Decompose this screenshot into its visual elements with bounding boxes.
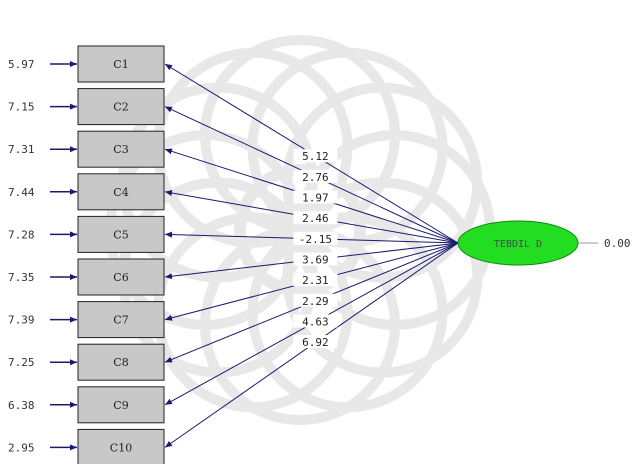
error-variance: 5.97 [8, 58, 35, 71]
indicator-label: C3 [113, 143, 128, 156]
indicator-box[interactable] [77, 173, 165, 211]
error-variance: 7.25 [8, 356, 35, 369]
indicator-label: C10 [110, 441, 132, 454]
coefficient-bg [293, 169, 338, 183]
loading-coefficients: 5.12 2.76 1.97 2.46 -2.15 3.69 2.31 2.29 4.63 6.9… [293, 149, 338, 349]
indicator-label: C7 [113, 314, 128, 327]
indicator-label: C8 [113, 356, 128, 369]
coefficient-bg [293, 252, 338, 266]
error-variance: 7.31 [8, 143, 35, 156]
indicator-label: C2 [113, 101, 128, 114]
loading-coefficient: 5.12 [302, 150, 329, 163]
error-terms: 5.97 7.15 7.31 7.44 7.28 7.35 7.39 7.25 6.38 2.95 [8, 58, 77, 454]
loading-coefficient: 2.29 [302, 295, 329, 308]
indicator-box[interactable] [77, 130, 165, 168]
indicator-box[interactable] [77, 88, 165, 126]
indicator-box[interactable] [77, 428, 165, 464]
loading-coefficient: 6.92 [302, 336, 329, 349]
loading-coefficient: 2.46 [302, 212, 329, 225]
indicator-label: C4 [113, 186, 128, 199]
error-variance: 7.35 [8, 271, 35, 284]
loading-coefficient: 2.76 [302, 171, 329, 184]
coefficient-bg [293, 211, 338, 225]
coefficient-bg [293, 293, 338, 307]
latent-variance: 0.00 [578, 237, 631, 250]
indicator-box[interactable] [77, 215, 165, 253]
coefficient-bg [293, 335, 338, 349]
latent-variance-value: 0.00 [604, 237, 631, 250]
indicator-label: C6 [113, 271, 128, 284]
error-variance: 6.38 [8, 399, 35, 412]
error-variance: 7.15 [8, 101, 35, 114]
latent-variable[interactable]: TEBDIL D [457, 220, 579, 266]
coefficient-bg [293, 149, 338, 163]
coefficient-bg [293, 273, 338, 287]
coefficient-bg [293, 231, 338, 245]
watermark-arc [282, 82, 483, 283]
loading-coefficient: 4.63 [302, 315, 329, 328]
indicator-box[interactable] [77, 301, 165, 339]
loading-coefficient: 3.69 [302, 253, 329, 266]
loading-coefficient: 1.97 [302, 192, 329, 205]
coefficient-bg [293, 190, 338, 204]
error-variance: 7.44 [8, 186, 35, 199]
indicator-label: C5 [113, 228, 128, 241]
indicator-box[interactable] [77, 343, 165, 381]
indicator-box[interactable] [77, 258, 165, 296]
error-variance: 7.28 [8, 228, 35, 241]
indicator-box[interactable] [77, 386, 165, 424]
latent-label: TEBDIL D [494, 239, 542, 250]
indicator-label: C9 [113, 399, 128, 412]
indicator-box[interactable] [77, 45, 165, 83]
coefficient-bg [293, 314, 338, 328]
error-variance: 7.39 [8, 314, 35, 327]
indicator-label: C1 [113, 58, 128, 71]
error-variance: 2.95 [8, 441, 35, 454]
loading-coefficient: 2.31 [302, 274, 329, 287]
watermark-seal [105, 35, 495, 425]
loading-coefficient: -2.15 [299, 233, 332, 246]
